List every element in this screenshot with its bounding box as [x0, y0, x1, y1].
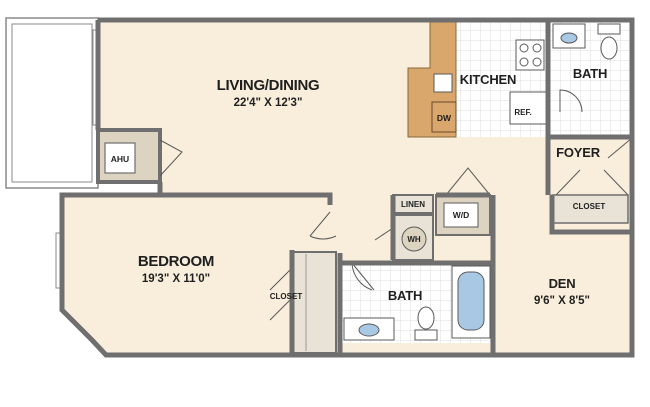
toilet-top	[597, 23, 621, 60]
den-dims: 9'6" X 8'5"	[534, 295, 590, 307]
dw-label: DW	[437, 113, 452, 123]
bath-top-name: BATH	[573, 66, 607, 81]
ref-label: REF.	[514, 108, 531, 117]
wd-door	[445, 167, 491, 196]
refrigerator	[509, 91, 547, 125]
den-name: DEN	[549, 276, 576, 291]
ahu-door	[159, 139, 183, 177]
wd-label: W/D	[453, 210, 470, 220]
linen-label: LINEN	[401, 200, 425, 209]
foyer-name: FOYER	[556, 145, 601, 160]
bath-mid-door	[351, 262, 375, 291]
den-linen-door	[374, 227, 394, 241]
bedroom-closet	[291, 251, 337, 354]
closet-foyer-label: CLOSET	[573, 202, 606, 211]
bedroom-name: BEDROOM	[138, 253, 214, 270]
kitchen-sink	[433, 73, 453, 93]
bedroom-dims: 19'3" X 11'0"	[142, 273, 210, 285]
toilet-mid	[414, 306, 438, 341]
living-name: LIVING/DINING	[217, 77, 320, 94]
bedroom-door	[309, 211, 337, 240]
entry-door	[607, 137, 633, 159]
wh-label: WH	[407, 235, 421, 244]
kitchen-name: KITCHEN	[460, 72, 516, 87]
living-dims: 22'4" X 12'3"	[234, 97, 303, 109]
ahu-label: AHU	[111, 154, 129, 164]
closet-bedroom-label: CLOSET	[270, 292, 303, 301]
bedroom-closet-door	[269, 269, 291, 321]
foyer-closet-door	[555, 169, 629, 196]
bath-mid-name: BATH	[388, 288, 422, 303]
kitchen-dw	[431, 101, 457, 133]
bath-top-door	[559, 89, 583, 113]
foyer-closet	[551, 194, 629, 224]
ahu-closet	[96, 128, 162, 184]
walls	[59, 17, 635, 358]
balcony	[5, 17, 99, 189]
